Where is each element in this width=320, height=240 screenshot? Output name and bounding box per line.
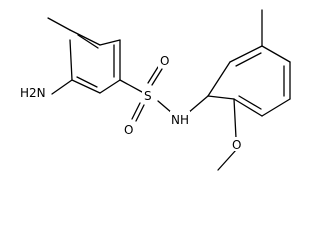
oxygen-top-bg bbox=[158, 54, 170, 68]
methoxy-bonds bbox=[217, 98, 237, 171]
chemical-structure: H2N O S O N H O bbox=[18, 9, 291, 171]
left-ring bbox=[69, 29, 121, 94]
right-ring bbox=[207, 45, 291, 117]
amine-label-bg bbox=[18, 86, 50, 100]
ether-oxygen-bg bbox=[230, 137, 242, 151]
amide-hydrogen-label: H bbox=[180, 113, 189, 127]
sulfonyl-oxygen-bottom-label: O bbox=[124, 123, 133, 137]
sulfur-bg bbox=[142, 88, 156, 102]
oxygen-bottom-bg bbox=[122, 122, 134, 136]
amide-label-bg bbox=[170, 111, 190, 127]
sulfur-to-nitrogen-bond bbox=[157, 100, 173, 114]
amine-label: H2N bbox=[20, 86, 46, 100]
sulfonyl-double-bonds bbox=[131, 66, 163, 122]
ether-oxygen-label: O bbox=[232, 138, 241, 152]
sulfur-label: S bbox=[144, 89, 152, 103]
nitrogen-to-ring-bond bbox=[187, 95, 209, 114]
amine-bond bbox=[51, 79, 73, 95]
amide-nitrogen-label: N bbox=[171, 113, 180, 127]
sulfonyl-oxygen-top-label: O bbox=[160, 54, 169, 68]
ring-to-sulfur-bond bbox=[119, 79, 143, 93]
methyl-left bbox=[47, 17, 71, 31]
